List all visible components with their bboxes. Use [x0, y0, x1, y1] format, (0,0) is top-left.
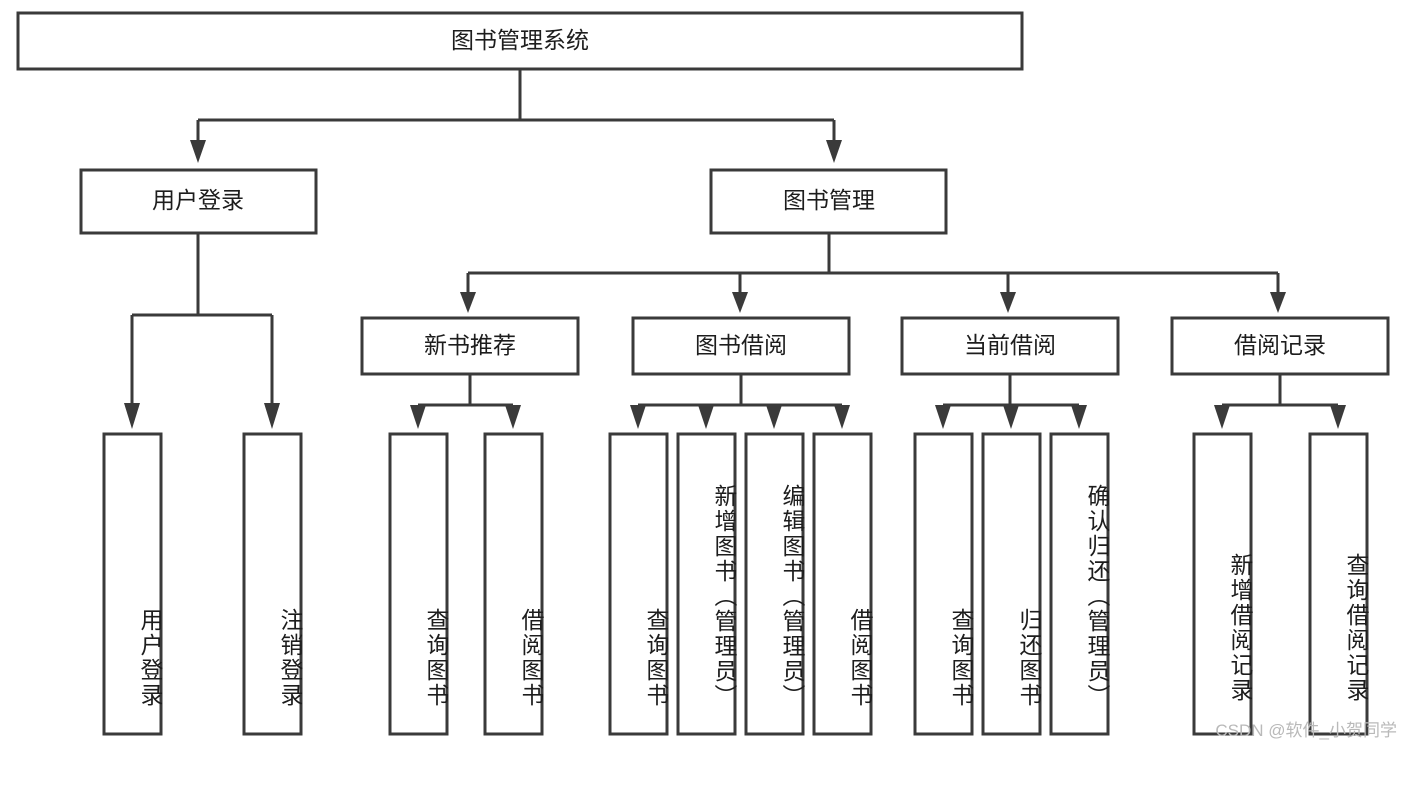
arrowhead-leaf-user-logout — [264, 403, 280, 429]
node-box-user-login[interactable] — [79, 168, 318, 235]
watermark-text: CSDN @软件_小贺同学 — [1215, 721, 1397, 740]
arrowhead-leaf-current-return-book — [1003, 405, 1019, 429]
node-user-login[interactable]: 用户登录 — [79, 168, 318, 235]
arrowhead-to-current-borrow — [1000, 292, 1016, 313]
arrowhead-leaf-borrow-edit-book — [766, 405, 782, 429]
arrowhead-leaf-borrow-query-book — [630, 405, 646, 429]
connector-group-book-borrow-to-leaves — [630, 374, 850, 429]
node-box-leaf-user-login[interactable] — [102, 432, 163, 736]
connector-group-current-borrow-to-leaves — [935, 374, 1087, 429]
node-box-leaf-borrow-edit-book[interactable] — [744, 432, 805, 736]
node-box-root[interactable] — [16, 11, 1024, 71]
node-box-leaf-current-query-book[interactable] — [913, 432, 974, 736]
arrowhead-leaf-recommend-query-book — [410, 405, 426, 429]
node-box-book-borrow[interactable] — [631, 316, 851, 376]
arrowhead-leaf-recommend-borrow-book — [505, 405, 521, 429]
node-box-current-borrow[interactable] — [900, 316, 1120, 376]
connector-group-user-login-to-leaves — [124, 233, 280, 429]
node-box-new-book-recommend[interactable] — [360, 316, 580, 376]
node-box-leaf-borrow-add-book[interactable] — [676, 432, 737, 736]
node-box-leaf-recommend-borrow-book[interactable] — [483, 432, 544, 736]
node-box-leaf-record-query[interactable] — [1308, 432, 1369, 736]
node-box-leaf-current-return-book[interactable] — [981, 432, 1042, 736]
arrowhead-leaf-borrow-add-book — [698, 405, 714, 429]
connector-group-borrow-record-to-leaves — [1214, 374, 1346, 429]
node-borrow-record[interactable]: 借阅记录 — [1170, 316, 1390, 376]
node-current-borrow[interactable]: 当前借阅 — [900, 316, 1120, 376]
node-root[interactable]: 图书管理系统 — [16, 11, 1024, 71]
node-label-root: 图书管理系统 — [451, 27, 589, 53]
arrowhead-leaf-borrow-borrow-book — [834, 405, 850, 429]
tree-diagram: 图书管理系统 用户登录 图书管理 新书推荐 图书借阅 当前借阅 借阅记录 — [16, 11, 1390, 736]
node-label-borrow-record: 借阅记录 — [1234, 332, 1326, 358]
node-label-user-login: 用户登录 — [152, 187, 244, 213]
node-box-book-management[interactable] — [709, 168, 948, 235]
node-box-leaf-user-logout[interactable] — [242, 432, 303, 736]
node-label-book-borrow: 图书借阅 — [695, 332, 787, 358]
node-new-book-recommend[interactable]: 新书推荐 — [360, 316, 580, 376]
node-box-leaf-recommend-query-book[interactable] — [388, 432, 449, 736]
node-label-current-borrow: 当前借阅 — [964, 332, 1056, 358]
node-label-book-management: 图书管理 — [783, 187, 875, 213]
arrowhead-leaf-record-query — [1330, 405, 1346, 429]
node-box-leaf-record-add[interactable] — [1192, 432, 1253, 736]
arrowhead-leaf-current-confirm-return — [1071, 405, 1087, 429]
node-box-leaf-borrow-query-book[interactable] — [608, 432, 669, 736]
node-label-new-book-recommend: 新书推荐 — [424, 332, 516, 358]
diagram-canvas-root: 图书管理系统 用户登录 图书管理 新书推荐 图书借阅 当前借阅 借阅记录 — [16, 11, 1397, 740]
node-book-borrow[interactable]: 图书借阅 — [631, 316, 851, 376]
connector-group-new-book-recommend-to-leaves — [410, 374, 521, 429]
arrowhead-leaf-user-login — [124, 403, 140, 429]
node-book-management[interactable]: 图书管理 — [709, 168, 948, 235]
node-box-borrow-record[interactable] — [1170, 316, 1390, 376]
arrowhead-to-borrow-record — [1270, 292, 1286, 313]
arrowhead-to-book-borrow — [732, 292, 748, 313]
node-box-leaf-current-confirm-return[interactable] — [1049, 432, 1110, 736]
node-box-leaf-borrow-borrow-book[interactable] — [812, 432, 873, 736]
arrowhead-root-to-user-login — [190, 140, 206, 163]
arrowhead-root-to-book-management — [826, 140, 842, 163]
arrowhead-leaf-current-query-book — [935, 405, 951, 429]
connector-group-book-management-to-level3 — [460, 233, 1286, 313]
arrowhead-leaf-record-add — [1214, 405, 1230, 429]
connector-group-root-to-level2 — [190, 69, 842, 163]
arrowhead-to-new-book-recommend — [460, 292, 476, 313]
